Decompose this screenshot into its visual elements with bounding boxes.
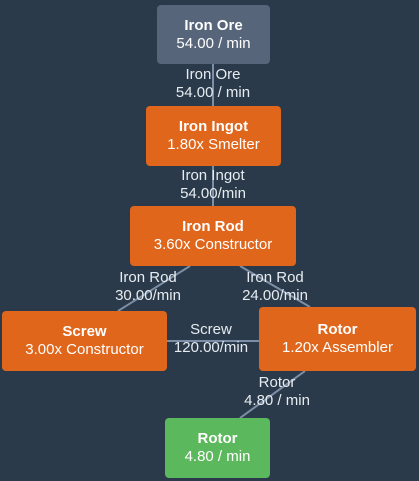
node-iron-rod[interactable]: Iron Rod 3.60x Constructor	[130, 206, 296, 266]
node-detail: 4.80 / min	[184, 448, 251, 465]
edge-label-screw: Screw 120.00/min	[174, 321, 248, 357]
edge-item: Iron Ore	[185, 66, 241, 83]
edge-iron-rod-to-screw	[117, 265, 191, 312]
node-title: Rotor	[317, 321, 358, 338]
edge-rate: 30.00/min	[115, 287, 181, 304]
node-detail: 3.60x Constructor	[153, 236, 273, 253]
node-title: Iron Ingot	[178, 118, 249, 135]
edge-rate: 4.80 / min	[244, 392, 310, 409]
node-title: Iron Ore	[184, 16, 243, 34]
node-screw[interactable]: Screw 3.00x Constructor	[2, 311, 167, 371]
edge-rate: 54.00 / min	[175, 84, 251, 101]
node-detail: 1.80x Smelter	[167, 136, 260, 153]
node-rotor-output[interactable]: Rotor 4.80 / min	[165, 418, 270, 478]
node-iron-ingot[interactable]: Iron Ingot 1.80x Smelter	[146, 106, 281, 166]
edge-label-iron-rod-rotor: Iron Rod 24.00/min	[242, 269, 308, 305]
node-detail: 1.20x Assembler	[282, 339, 393, 356]
node-detail: 54.00 / min	[176, 34, 251, 52]
edge-rate: 54.00/min	[180, 185, 246, 202]
edge-iron-rod-to-rotor	[239, 265, 311, 308]
edge-item: Rotor	[258, 374, 296, 391]
edge-rotor-to-rotor-out	[239, 370, 306, 419]
edge-label-iron-ore: Iron Ore 54.00 / min	[176, 66, 250, 102]
node-detail: 3.00x Constructor	[25, 341, 144, 358]
edge-item: Iron Ingot	[181, 167, 245, 184]
node-rotor[interactable]: Rotor 1.20x Assembler	[259, 307, 416, 371]
node-iron-ore[interactable]: Iron Ore 54.00 / min	[157, 5, 270, 64]
edge-label-iron-rod-screw: Iron Rod 30.00/min	[115, 269, 181, 305]
node-title: Screw	[62, 323, 107, 340]
edge-item: Screw	[190, 321, 232, 338]
edge-item: Iron Rod	[119, 269, 177, 286]
edge-label-rotor: Rotor 4.80 / min	[244, 374, 310, 410]
edge-label-iron-ingot: Iron Ingot 54.00/min	[180, 167, 246, 203]
node-title: Rotor	[197, 430, 238, 447]
edge-rate: 120.00/min	[173, 339, 249, 356]
edge-item: Iron Rod	[246, 269, 304, 286]
edge-rate: 24.00/min	[242, 287, 308, 304]
node-title: Iron Rod	[182, 218, 244, 235]
